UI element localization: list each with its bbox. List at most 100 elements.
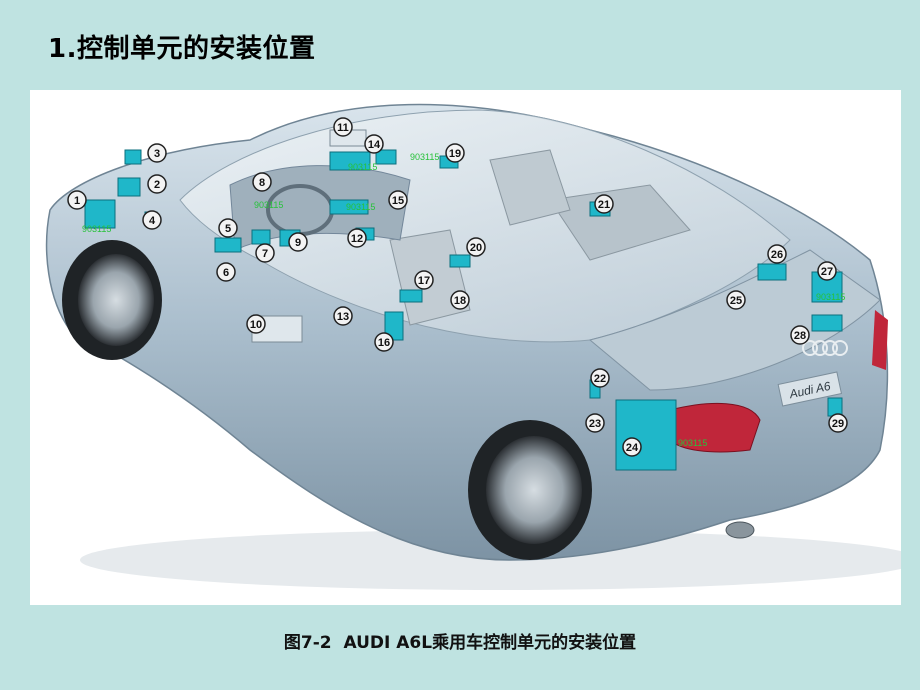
callout-circle: [218, 218, 238, 238]
caption-spacer: [332, 633, 344, 653]
part-code-label: 903115: [346, 202, 375, 212]
front-wheel: [62, 240, 162, 360]
callout-number: 5: [225, 223, 231, 235]
part-code-label: 903115: [348, 162, 377, 172]
figure-caption: 图7-2 AUDI A6L乘用车控制单元的安装位置: [0, 628, 920, 653]
callout-circle: [594, 194, 614, 214]
callout-circle: [142, 210, 162, 230]
car-cutaway-illustration: Audi A6: [45, 103, 901, 590]
callout-number: 17: [418, 275, 430, 287]
figure-caption-text: AUDI A6L乘用车控制单元的安装位置: [343, 633, 637, 653]
callout-markers: 1234567891011121314151617181920212223242…: [67, 117, 848, 457]
callout-number: 19: [449, 148, 461, 160]
callout-number: 26: [771, 249, 783, 261]
callout-3: 3: [147, 143, 167, 163]
callout-circle: [364, 134, 384, 154]
callout-11: 11: [333, 117, 353, 137]
callout-26: 26: [767, 244, 787, 264]
callout-number: 13: [337, 311, 349, 323]
part-code-label: 903115: [82, 224, 111, 234]
callout-number: 25: [730, 295, 742, 307]
slide-title: 1.控制单元的安装位置: [48, 34, 316, 64]
callout-number: 14: [368, 139, 381, 151]
trunk-lid: [588, 249, 881, 391]
callout-number: 8: [259, 177, 265, 189]
callout-circle: [466, 237, 486, 257]
callout-number: 11: [337, 122, 349, 134]
car-diagram-figure: Audi A6: [30, 90, 901, 605]
callout-circle: [790, 325, 810, 345]
callout-8: 8: [252, 172, 272, 192]
callout-circle: [246, 314, 266, 334]
callout-circle: [147, 143, 167, 163]
callout-24: 24: [622, 437, 642, 457]
callout-number: 2: [154, 179, 160, 191]
rear-light-right: [872, 310, 888, 370]
callout-23: 23: [585, 413, 605, 433]
callout-number: 12: [351, 233, 363, 245]
callout-number: 15: [392, 195, 404, 207]
part-code-label: 903115: [678, 438, 707, 448]
part-code-labels: 9031159031159031159031159031159031159031…: [82, 152, 845, 448]
callout-number: 7: [262, 248, 268, 260]
callout-28: 28: [790, 325, 810, 345]
callout-18: 18: [450, 290, 470, 310]
callout-10: 10: [246, 314, 266, 334]
callout-circle: [347, 228, 367, 248]
callout-15: 15: [388, 190, 408, 210]
callout-circle: [414, 270, 434, 290]
callout-circle: [445, 143, 465, 163]
callout-1: 1: [67, 190, 87, 210]
callout-number: 6: [223, 267, 229, 279]
callout-number: 23: [589, 418, 601, 430]
callout-circle: [67, 190, 87, 210]
callout-circle: [333, 117, 353, 137]
callout-circle: [288, 232, 308, 252]
callout-22: 22: [590, 368, 610, 388]
callout-29: 29: [828, 413, 848, 433]
callout-circle: [726, 290, 746, 310]
callout-number: 9: [295, 237, 301, 249]
callout-circle: [388, 190, 408, 210]
rear-seat: [549, 184, 691, 261]
callout-6: 6: [216, 262, 236, 282]
callout-number: 22: [594, 373, 606, 385]
callout-circle: [585, 413, 605, 433]
part-code-label: 903115: [254, 200, 283, 210]
callout-number: 28: [794, 330, 806, 342]
callout-4: 4: [142, 210, 162, 230]
callout-13: 13: [333, 306, 353, 326]
callout-circle: [255, 243, 275, 263]
callout-circle: [828, 413, 848, 433]
callout-circle: [374, 332, 394, 352]
callout-number: 4: [149, 215, 156, 227]
callout-number: 20: [470, 242, 482, 254]
callout-circle: [333, 306, 353, 326]
callout-27: 27: [817, 261, 837, 281]
front-seat-right: [489, 149, 571, 226]
figure-caption-label: 图7-2: [283, 633, 332, 653]
callout-14: 14: [364, 134, 384, 154]
callout-circle: [817, 261, 837, 281]
callout-number: 18: [454, 295, 466, 307]
callout-number: 27: [821, 266, 833, 278]
callout-number: 10: [250, 319, 262, 331]
callout-circle: [590, 368, 610, 388]
callout-circle: [147, 174, 167, 194]
rear-wheel: [468, 420, 592, 560]
part-code-label: 903115: [816, 292, 845, 302]
exhaust-pipe: [725, 521, 755, 539]
callout-number: 3: [154, 148, 160, 160]
rear-light: [669, 403, 761, 453]
callout-circle: [252, 172, 272, 192]
callout-2: 2: [147, 174, 167, 194]
callout-circle: [767, 244, 787, 264]
callout-9: 9: [288, 232, 308, 252]
callout-21: 21: [594, 194, 614, 214]
rear-badge-plate: [777, 371, 843, 407]
callout-number: 29: [832, 418, 844, 430]
audi-rings-logo: [802, 340, 848, 356]
callout-5: 5: [218, 218, 238, 238]
callout-number: 1: [74, 195, 80, 207]
callout-circle: [450, 290, 470, 310]
